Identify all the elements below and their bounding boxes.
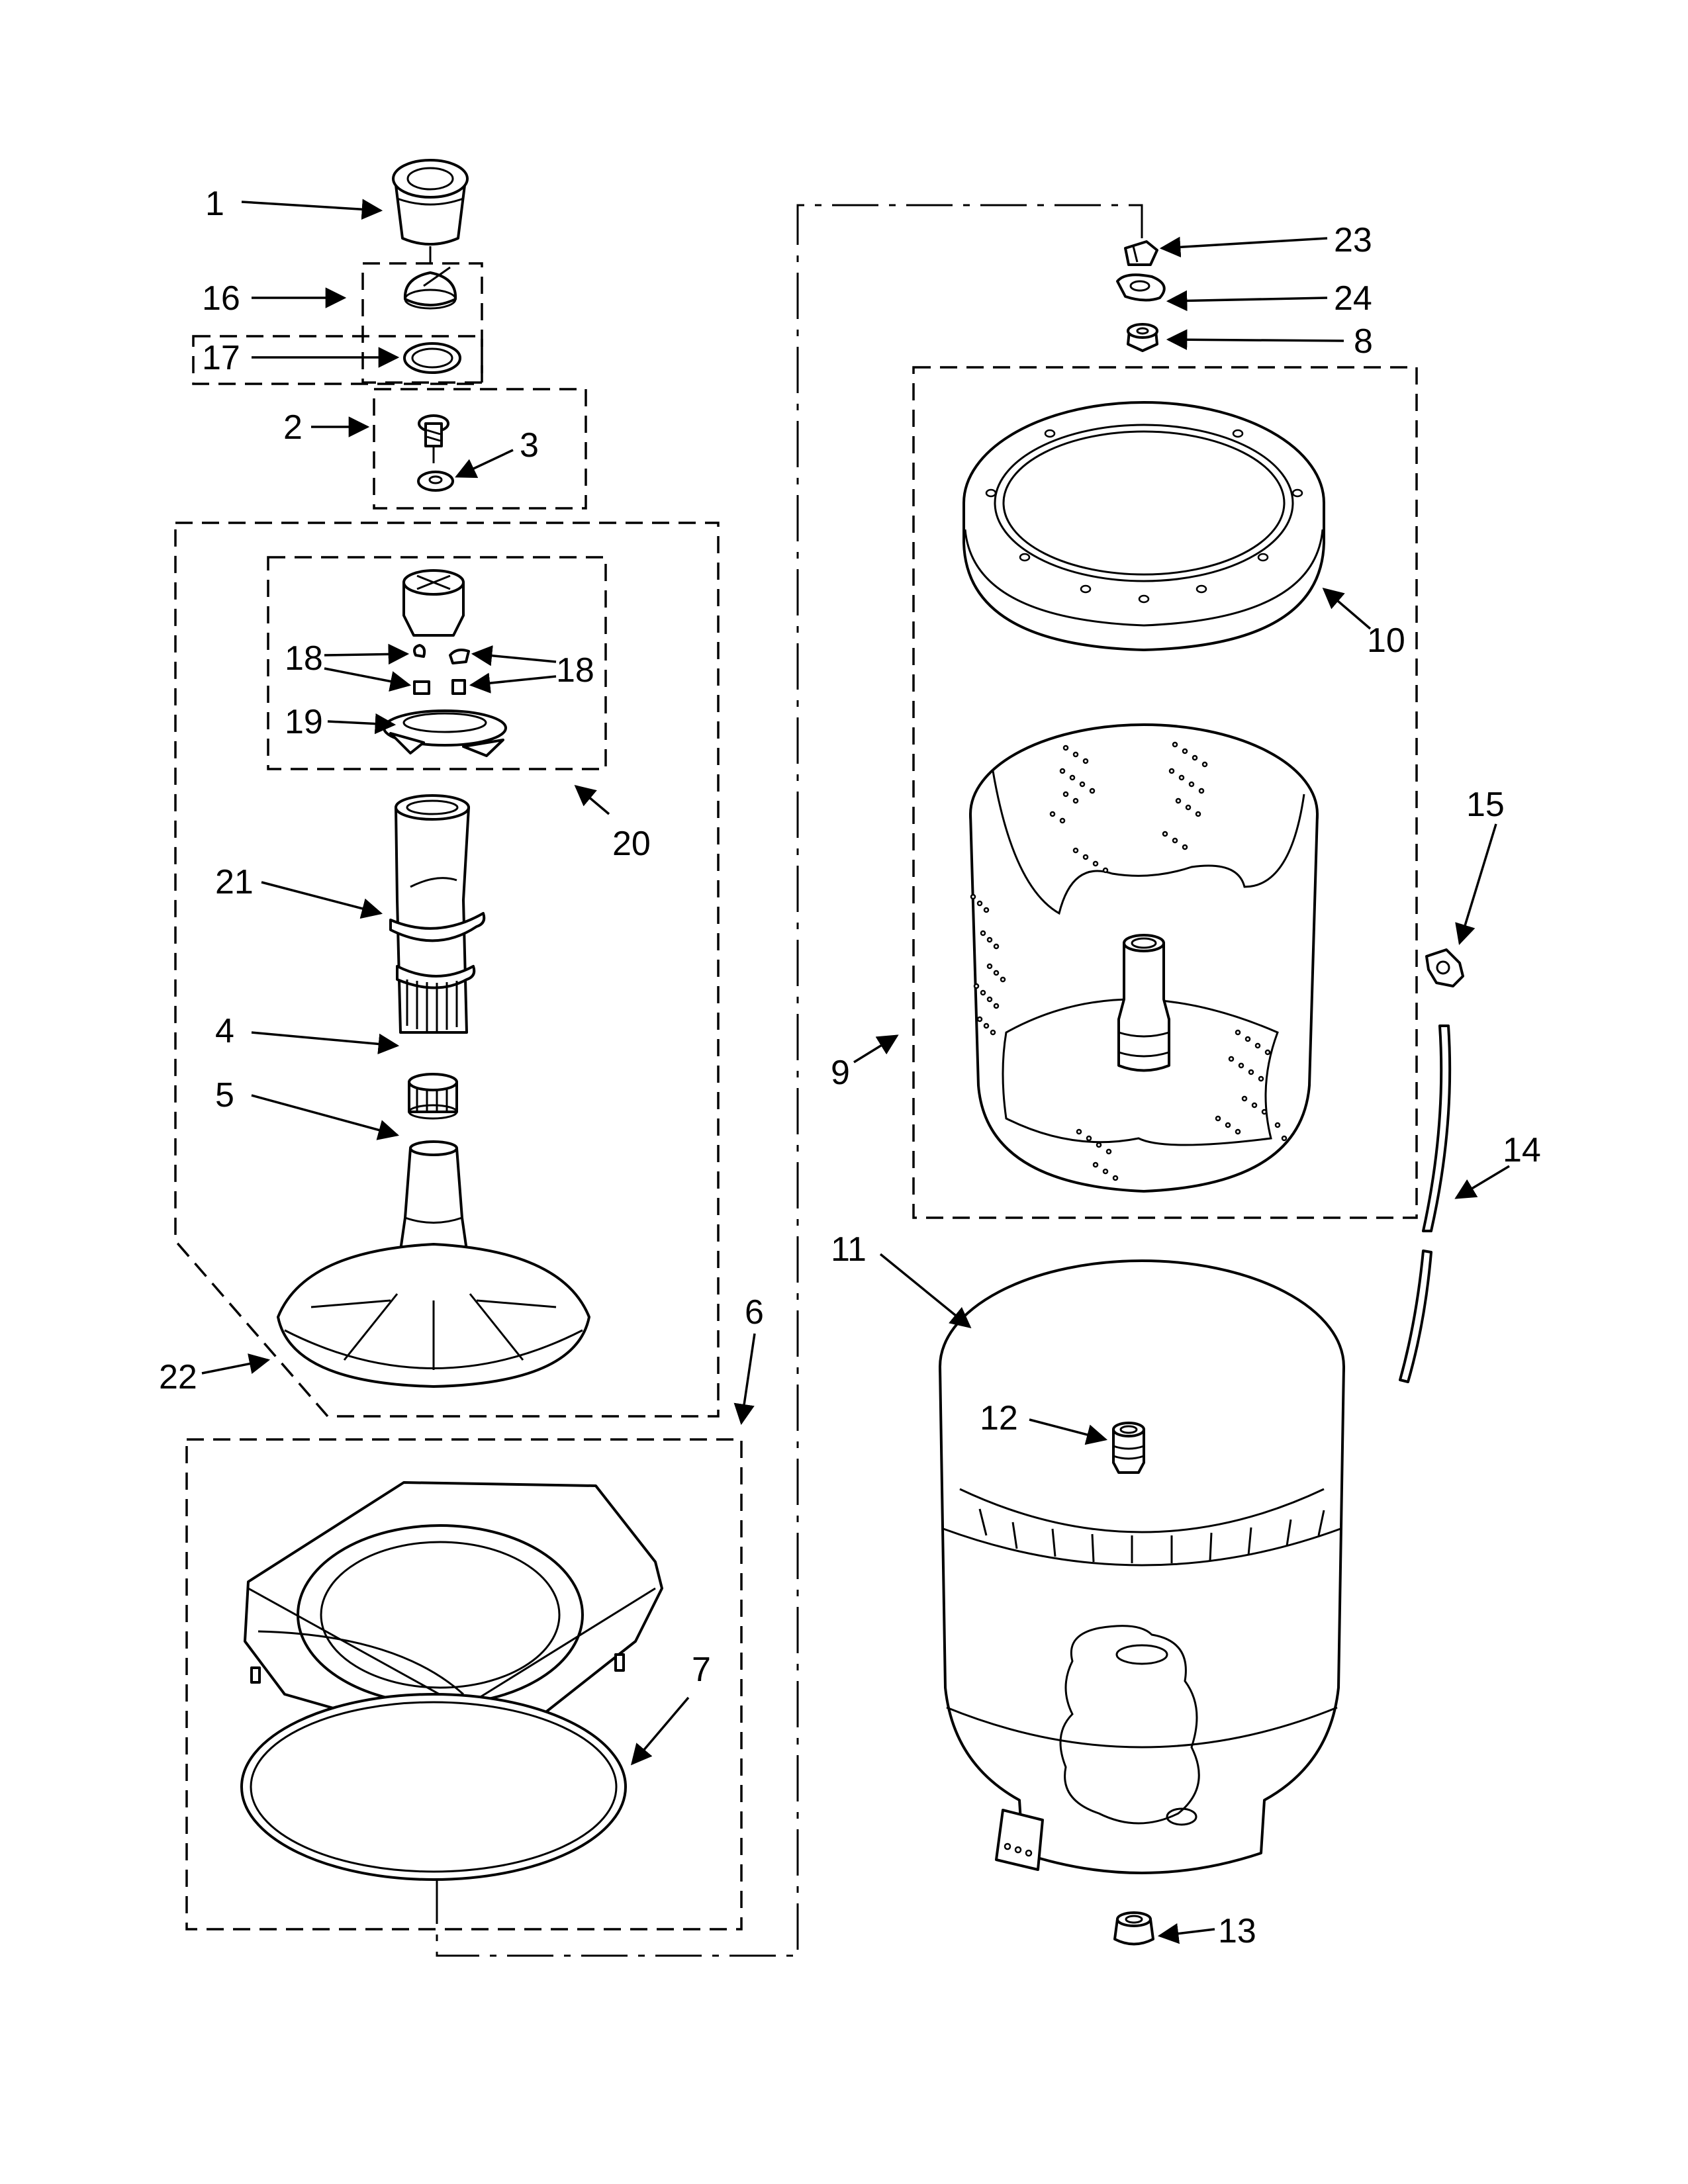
part-7-tub-ring-gasket: [240, 1693, 627, 1881]
part-23-clip: [1124, 240, 1158, 266]
part-1-agitator-cap: [392, 159, 469, 263]
part-20-agitator-cam-assembly: [402, 569, 465, 637]
part-9-wash-basket: [969, 723, 1319, 1193]
callout-14: 14: [1503, 1131, 1541, 1169]
part-12-drive-bushing: [1112, 1422, 1145, 1474]
callout-18-right: 18: [556, 651, 594, 690]
part-6-tub-ring: [244, 1481, 663, 1749]
callout-21: 21: [215, 863, 254, 901]
part-17-o-ring: [403, 342, 461, 374]
callout-22: 22: [159, 1358, 197, 1396]
group-box-6: [185, 1438, 743, 1931]
callout-3: 3: [520, 426, 539, 465]
callout-19: 19: [285, 703, 323, 741]
part-8-spanner-nut: [1127, 323, 1158, 352]
part-13-drain-plug: [1113, 1911, 1154, 1946]
callout-7: 7: [692, 1651, 711, 1689]
part-21-agitator-barrel: [389, 794, 486, 1034]
callout-24: 24: [1334, 279, 1372, 318]
callout-5: 5: [215, 1076, 234, 1115]
callout-8: 8: [1354, 322, 1373, 361]
callout-6: 6: [745, 1293, 764, 1332]
part-4-spline-insert: [408, 1073, 458, 1120]
callout-17: 17: [202, 339, 240, 377]
callout-16: 16: [202, 279, 240, 318]
part-18-dog-right: [449, 649, 470, 695]
group-box-17: [192, 335, 483, 385]
callout-4: 4: [215, 1012, 234, 1050]
assembly-centerline-path: [436, 204, 1143, 1957]
part-18-dog-left: [413, 644, 430, 695]
callout-13: 13: [1218, 1912, 1256, 1950]
part-14-drain-hose: [1399, 1024, 1452, 1383]
callout-10: 10: [1367, 621, 1405, 660]
part-11-outer-tub: [939, 1259, 1345, 1874]
callout-20: 20: [612, 825, 651, 863]
part-24-gasket-plate: [1116, 273, 1166, 302]
callout-1: 1: [205, 185, 224, 223]
callout-9: 9: [831, 1054, 850, 1092]
callout-12: 12: [980, 1399, 1018, 1437]
part-15-hose-clamp: [1425, 948, 1464, 987]
callout-2: 2: [283, 408, 303, 447]
group-box-2: [373, 388, 587, 510]
group-box-9: [912, 366, 1418, 1219]
callout-labels: 1 2 3 4 5 6 7 8 9 10 11 12 13 14 15 16 1…: [159, 185, 1541, 1950]
part-19-cam-ring: [383, 709, 507, 757]
part-16-cap-insert: [403, 266, 457, 310]
basket-perforation-holes: [970, 741, 1288, 1181]
group-box-22: [174, 522, 720, 1418]
part-2-bolt: [418, 414, 449, 463]
part-3-washer: [417, 471, 454, 492]
callout-23: 23: [1334, 221, 1372, 259]
callout-18-left: 18: [285, 639, 323, 678]
leader-lines: [201, 199, 1510, 1944]
callout-15: 15: [1466, 786, 1505, 824]
part-5-agitator-base: [277, 1140, 590, 1388]
callout-11: 11: [831, 1230, 867, 1269]
part-10-balance-ring: [962, 401, 1325, 651]
group-box-20: [267, 556, 607, 770]
